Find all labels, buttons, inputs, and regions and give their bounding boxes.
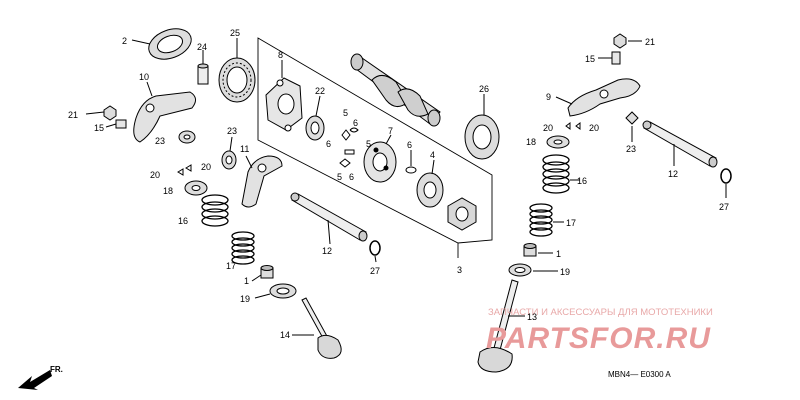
intake-valve: [292, 297, 342, 359]
part-callout: 5: [343, 108, 348, 118]
cam-seal: [416, 159, 444, 208]
part-callout: 7: [388, 126, 393, 136]
part-callout: 24: [197, 42, 207, 52]
part-callout: 20: [543, 123, 553, 133]
part-callout: 21: [68, 110, 78, 120]
part-callout: 18: [526, 137, 536, 147]
part-callout: 11: [240, 144, 249, 154]
rocker-shaft-right: [642, 120, 718, 168]
part-callout: 8: [278, 50, 283, 60]
stem-seal-right: [523, 243, 553, 257]
part-callout: 15: [585, 54, 595, 64]
part-callout: 21: [645, 37, 655, 47]
part-callout: 6: [349, 172, 354, 182]
rocker-shaft-left: [290, 192, 368, 245]
part-callout: 19: [240, 294, 250, 304]
rocker-arm-left-upper: [133, 81, 196, 143]
part-callout: 20: [589, 123, 599, 133]
part-callout: 17: [566, 218, 576, 228]
part-callout: 25: [230, 28, 240, 38]
part-callout: 6: [326, 139, 331, 149]
part-callout: 13: [527, 312, 537, 322]
part-callout: 5: [337, 172, 342, 182]
o-ring-right: [720, 168, 732, 198]
watermark-brand: PARTSFOR.RU: [486, 322, 711, 355]
part-callout: 23: [626, 144, 636, 154]
part-callout: 6: [353, 118, 358, 128]
part-callout: 15: [94, 123, 104, 133]
stem-seal-left: [251, 265, 274, 282]
part-callout: 12: [668, 169, 678, 179]
part-callout: 6: [407, 140, 412, 150]
part-callout: 1: [244, 276, 249, 286]
adjust-nut-right: [613, 33, 642, 49]
oil-seal-ring: [131, 28, 192, 60]
spring-retainer-right: [546, 135, 570, 149]
part-callout: 26: [479, 84, 489, 94]
ball-bearing: [218, 38, 256, 103]
part-callout: 27: [719, 202, 729, 212]
outer-valve-spring-right: [542, 154, 580, 194]
camshaft: [350, 53, 441, 127]
spring-seat-right: [508, 263, 558, 277]
watermark: ЗАПЧАСТИ И АКСЕССУАРЫ ДЛЯ МОТОТЕХНИКИ PA…: [486, 307, 713, 355]
valve-cotters-right: [565, 122, 581, 130]
thrust-washer: [305, 95, 325, 141]
camshaft-bearing: [464, 94, 500, 160]
washer-left-upper: [178, 130, 196, 144]
part-callout: 1: [556, 249, 561, 259]
part-callout: 18: [163, 186, 173, 196]
drawing-code: MBN4— E0300 A: [608, 370, 671, 379]
decompressor-pin: [405, 150, 417, 174]
part-callout: 23: [155, 136, 165, 146]
part-callout: 14: [280, 330, 290, 340]
part-callout: 9: [546, 92, 551, 102]
part-callout: 5: [366, 139, 371, 149]
part-callout: 20: [150, 170, 160, 180]
part-callout: 23: [227, 126, 237, 136]
watermark-tagline: ЗАПЧАСТИ И АКСЕССУАРЫ ДЛЯ МОТОТЕХНИКИ: [488, 307, 713, 318]
part-callouts: 2 24 25 8 22 26 10 21 15 23 23 11 20 20 …: [68, 28, 729, 340]
o-ring-left: [369, 240, 381, 263]
part-callout: 16: [577, 176, 587, 186]
part-callout: 3: [457, 265, 462, 275]
part-callout: 16: [178, 216, 188, 226]
part-callout: 12: [322, 246, 332, 256]
washer-left-mid: [221, 136, 237, 170]
spring-retainer-left: [184, 180, 208, 196]
part-callout: 22: [315, 86, 325, 96]
inner-valve-spring-left: [231, 231, 255, 265]
part-callout: 10: [139, 72, 149, 82]
dowel-pin: [197, 50, 209, 85]
cam-nut: [447, 197, 477, 231]
adjust-screw-right: [598, 51, 621, 65]
cam-holder-plate: [265, 60, 303, 132]
inner-valve-spring-right: [529, 203, 564, 237]
spring-seat-left: [254, 283, 297, 299]
adjust-nut-left: [85, 105, 117, 121]
front-label: FR.: [50, 365, 63, 374]
part-callout: 20: [201, 162, 211, 172]
part-callout: 19: [560, 267, 570, 277]
valve-cotters-left: [177, 164, 192, 176]
rocker-arm-left-lower: [241, 155, 283, 208]
part-callout: 27: [370, 266, 380, 276]
part-callout: 2: [122, 36, 127, 46]
front-arrow: FR.: [18, 365, 63, 390]
decompressor-parts: [339, 127, 359, 168]
part-callout: 4: [430, 150, 435, 160]
outer-valve-spring-left: [201, 194, 229, 227]
washer-right: [625, 111, 639, 142]
assembly-bracket: [257, 37, 493, 258]
cam-sprocket: [363, 134, 397, 183]
exhaust-valve: [477, 279, 525, 373]
part-callout: 17: [226, 261, 236, 271]
rocker-arm-right: [555, 78, 641, 117]
adjust-screw-left: [105, 119, 127, 129]
